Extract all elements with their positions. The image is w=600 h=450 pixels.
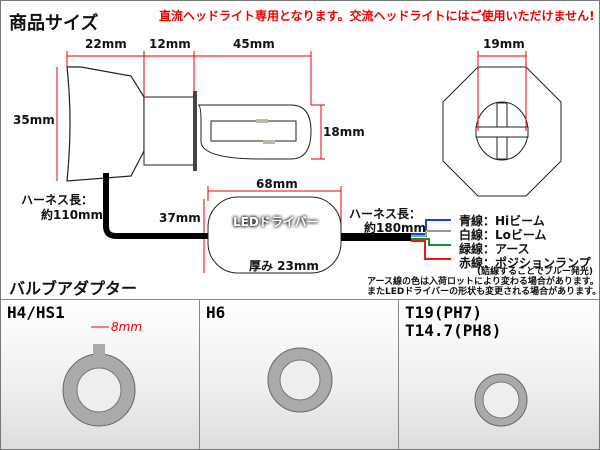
dim-37mm: 37mm (159, 211, 201, 225)
adapter-t19: T19(PH7) T14.7(PH8) (399, 299, 599, 449)
wire-note: (結線することでブルー発光) (477, 267, 593, 277)
adapter-h6: H6 (200, 299, 399, 449)
wire-green: 緑線：アース (459, 242, 530, 256)
harness-length-value-2: 約180mm (364, 221, 427, 235)
wire-white: 白線：Loビーム (459, 228, 547, 242)
harness-length-label: ハーネス長： (21, 193, 94, 207)
adapter-tab-width: 8mm (111, 320, 143, 334)
dim-18mm: 18mm (323, 125, 365, 139)
dim-12mm: 12mm (149, 37, 191, 51)
dim-35mm: 35mm (13, 113, 55, 127)
harness-length-label-2: ハーネス長： (349, 207, 422, 221)
dim-45mm: 45mm (233, 37, 275, 51)
note-2: またLEDドライバーの形状も変更される場合があります。 (367, 287, 600, 297)
dim-22mm: 22mm (85, 37, 127, 51)
adapter-name: T19(PH7) (405, 303, 483, 322)
dim-68mm: 68mm (256, 177, 298, 191)
adapter-name: H4/HS1 (7, 303, 65, 322)
adapter-name: H6 (206, 303, 226, 322)
adapter-h4: H4/HS1 8mm (1, 299, 200, 449)
wire-blue: 青線：Hiビーム (459, 214, 545, 228)
dim-19mm: 19mm (483, 37, 525, 51)
wire-red: 赤線：ポジションランプ (459, 256, 591, 270)
bulb-drawing (56, 51, 562, 274)
adapter-name-2: T14.7(PH8) (405, 321, 502, 340)
note-1: アース線の色は入荷ロットにより変わる場合があります。 (367, 277, 599, 287)
dc-only-notice: 直流ヘッドライト専用となります。交流ヘッドライトにはご使用いただけません! (159, 9, 595, 23)
dim-thickness: 厚み 23mm (249, 259, 319, 273)
adapter-ring-icon (474, 373, 528, 427)
adapter-ring-icon (267, 347, 333, 413)
adapter-ring-icon (62, 326, 136, 427)
harness-length-value: 約110mm (41, 208, 104, 222)
adapter-title: バルブアダプター (9, 279, 138, 298)
led-driver-label: LEDドライバー (233, 215, 319, 229)
section-title: 商品サイズ (9, 13, 99, 34)
